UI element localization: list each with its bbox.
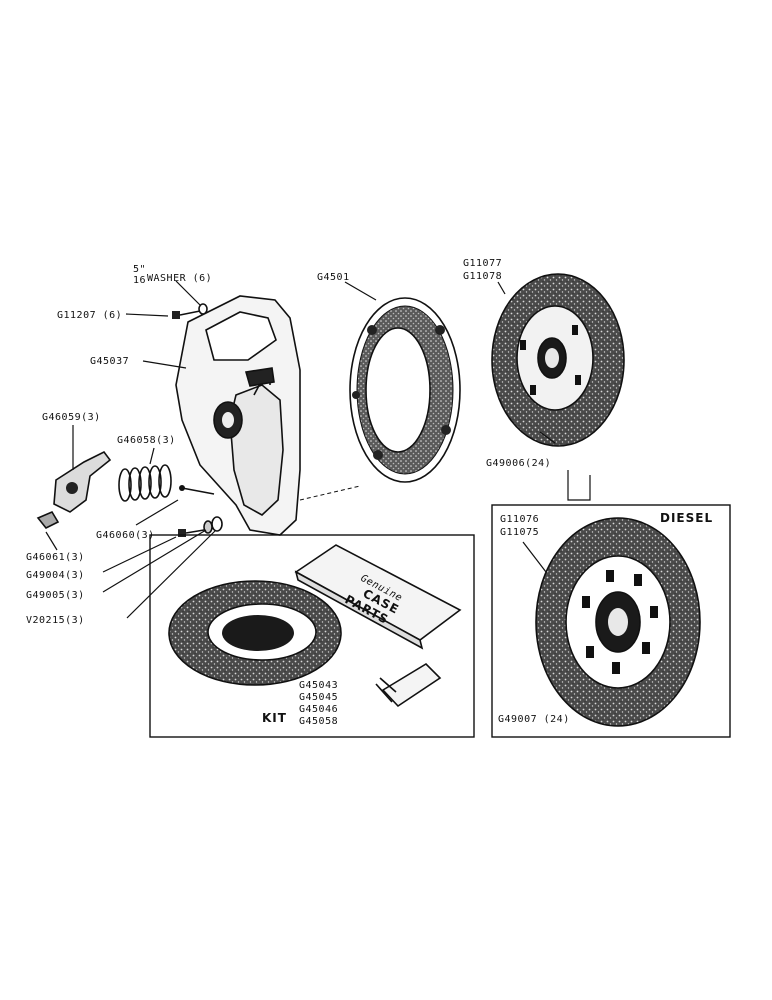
kit-hardware-bag: [375, 662, 442, 708]
v20215-label: V20215(3): [26, 615, 85, 626]
parts-book: Genuine CASE PARTS: [294, 544, 462, 650]
kit-part-1: G45043: [299, 680, 338, 691]
top-screw: [172, 303, 208, 319]
clutch-housing: [175, 295, 301, 536]
g11076-label: G11076: [500, 514, 539, 525]
kit-part-4: G45058: [299, 716, 338, 727]
kit-label: KIT: [262, 711, 287, 725]
g49005-label: G49005(3): [26, 590, 85, 601]
g4501-label: G4501: [317, 272, 350, 283]
g46060-label: G46060(3): [96, 530, 155, 541]
diesel-box: DIESEL G11076 G11075 G49007 (24): [491, 504, 731, 738]
lever-spring: [118, 464, 172, 502]
kit-part-2: G45045: [299, 692, 338, 703]
g49004-label: G49004(3): [26, 570, 85, 581]
g49006-label: G49006(24): [486, 458, 551, 469]
g11075-label: G11075: [500, 527, 539, 538]
diesel-clutch-disc: [535, 517, 701, 727]
clutch-ring: [349, 297, 461, 483]
diesel-box-frame: [491, 504, 731, 738]
kit-box-frame: [149, 534, 475, 738]
g11207-label: G11207 (6): [57, 310, 122, 321]
kit-friction-ring: [168, 580, 342, 686]
assembly-dash-line: [299, 485, 361, 501]
kit-box: Genuine CASE PARTS G45043 G45045 G45046 …: [149, 534, 475, 738]
washer-label: WASHER (6): [147, 273, 212, 284]
kit-part-3: G45046: [299, 704, 338, 715]
g46061-label: G46061(3): [26, 552, 85, 563]
g46058-label: G46058(3): [117, 435, 176, 446]
washer-fraction-label: 5": [133, 264, 146, 275]
pin: [179, 485, 215, 495]
g11078-label: G11078: [463, 271, 502, 282]
g11077-label: G11077: [463, 258, 502, 269]
clutch-disc: [491, 273, 625, 447]
release-lever: [53, 450, 112, 513]
screw: [178, 529, 205, 537]
diesel-title: DIESEL: [660, 511, 713, 525]
washer-part: [203, 516, 223, 534]
washer-fraction-denominator: 16: [133, 275, 146, 286]
lever-clip: [36, 510, 60, 530]
g45037-label: G45037: [90, 356, 129, 367]
g49007-label: G49007 (24): [498, 714, 570, 725]
g46059-label: G46059(3): [42, 412, 101, 423]
